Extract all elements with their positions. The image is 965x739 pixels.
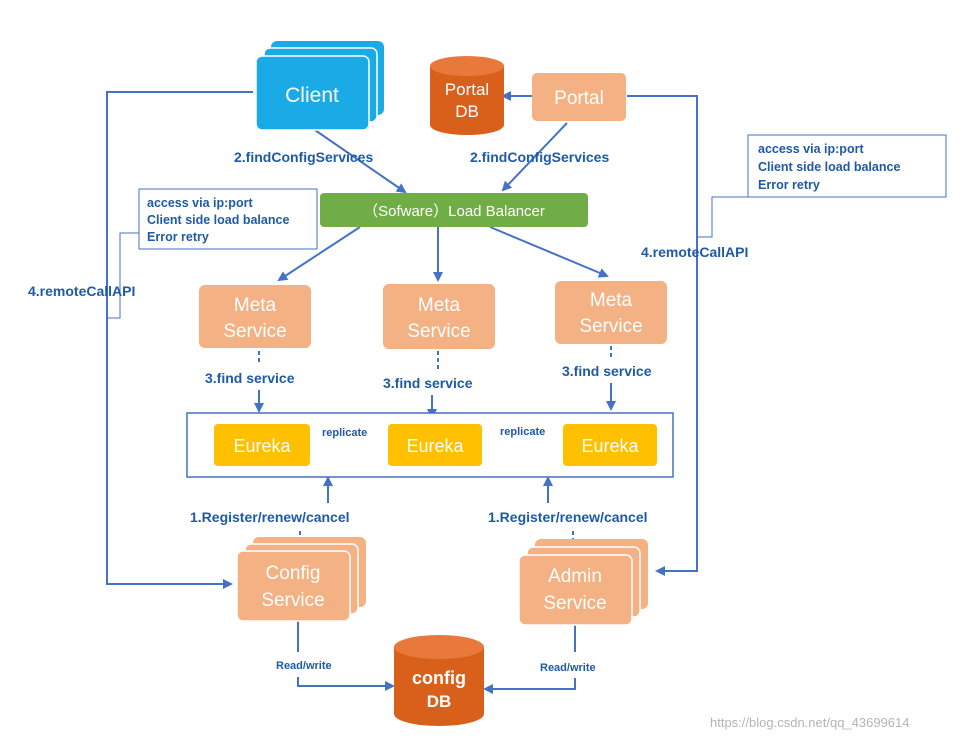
label-read-write-left: Read/write xyxy=(276,660,332,672)
meta-service-left-line-2: Service xyxy=(223,321,286,342)
label-replicate-right: replicate xyxy=(500,426,545,438)
note-left: access via ip:port Client side load bala… xyxy=(138,188,318,250)
meta-service-left: Meta Service xyxy=(199,285,311,348)
config-service-node: Config Service xyxy=(236,537,366,622)
note-right-line-3: Error retry xyxy=(758,178,820,192)
note-right-line-2: Client side load balance xyxy=(758,160,900,174)
load-balancer-label: （Sofware）Load Balancer xyxy=(363,203,545,220)
meta-service-right: Meta Service xyxy=(555,281,667,344)
arrow-client-to-lb xyxy=(311,127,407,194)
eureka-center: Eureka xyxy=(388,424,482,466)
note-left-line-3: Error retry xyxy=(147,230,209,244)
note-left-line-1: access via ip:port xyxy=(147,196,253,210)
label-find-service-right: 3.find service xyxy=(562,363,652,379)
meta-service-left-line-1: Meta xyxy=(234,295,277,316)
meta-service-center: Meta Service xyxy=(383,284,495,349)
portal-db-node: Portal DB xyxy=(430,56,504,135)
arrow-lb-to-meta-right xyxy=(489,226,609,278)
arrow-lb-to-meta-left xyxy=(277,226,361,282)
client-label: Client xyxy=(285,84,339,107)
edge-labels: 2.findConfigServices 2.findConfigService… xyxy=(28,149,748,674)
label-find-config-portal: 2.findConfigServices xyxy=(470,149,609,165)
label-remote-call-left: 4.remoteCallAPI xyxy=(28,283,135,299)
note-right-line-1: access via ip:port xyxy=(758,142,864,156)
meta-service-center-line-2: Service xyxy=(407,321,470,342)
config-db-line-1: config xyxy=(412,668,466,688)
eureka-left-label: Eureka xyxy=(233,436,291,456)
note-right: access via ip:port Client side load bala… xyxy=(747,134,947,198)
eureka-right: Eureka xyxy=(563,424,657,466)
eureka-center-label: Eureka xyxy=(406,436,464,456)
admin-service-line-2: Service xyxy=(543,593,606,614)
arrow-remote-call-right xyxy=(627,95,698,576)
portal-db-label-line-1: Portal xyxy=(445,80,489,99)
client-node: Client xyxy=(255,41,384,131)
note-left-line-2: Client side load balance xyxy=(147,213,289,227)
load-balancer-node: （Sofware）Load Balancer xyxy=(320,193,588,227)
arrow-admin-readwrite-2 xyxy=(483,678,576,694)
config-service-line-2: Service xyxy=(261,590,324,611)
admin-service-node: Admin Service xyxy=(518,539,648,626)
portal-label: Portal xyxy=(554,88,604,109)
label-register-right: 1.Register/renew/cancel xyxy=(488,509,648,525)
eureka-right-label: Eureka xyxy=(581,436,639,456)
label-register-left: 1.Register/renew/cancel xyxy=(190,509,350,525)
meta-service-center-line-1: Meta xyxy=(418,295,461,316)
label-find-service-left: 3.find service xyxy=(205,370,295,386)
label-read-write-right: Read/write xyxy=(540,662,596,674)
label-remote-call-right: 4.remoteCallAPI xyxy=(641,244,748,260)
label-find-service-center: 3.find service xyxy=(383,375,473,391)
portal-node: Portal xyxy=(532,73,626,121)
meta-service-right-line-2: Service xyxy=(579,316,642,337)
arrow-config-readwrite-2 xyxy=(297,677,395,691)
arrow-remote-call-left xyxy=(106,91,253,589)
label-replicate-left: replicate xyxy=(322,427,367,439)
admin-service-line-1: Admin xyxy=(548,566,602,587)
label-find-config-client: 2.findConfigServices xyxy=(234,149,373,165)
arrow-portal-to-lb xyxy=(501,122,568,192)
config-db-node: config DB xyxy=(394,635,484,726)
config-db-line-2: DB xyxy=(427,692,452,711)
watermark: https://blog.csdn.net/qq_43699614 xyxy=(710,715,910,730)
meta-service-right-line-1: Meta xyxy=(590,290,633,311)
config-service-line-1: Config xyxy=(266,563,321,584)
portal-db-label-line-2: DB xyxy=(455,102,479,121)
eureka-left: Eureka xyxy=(214,424,310,466)
